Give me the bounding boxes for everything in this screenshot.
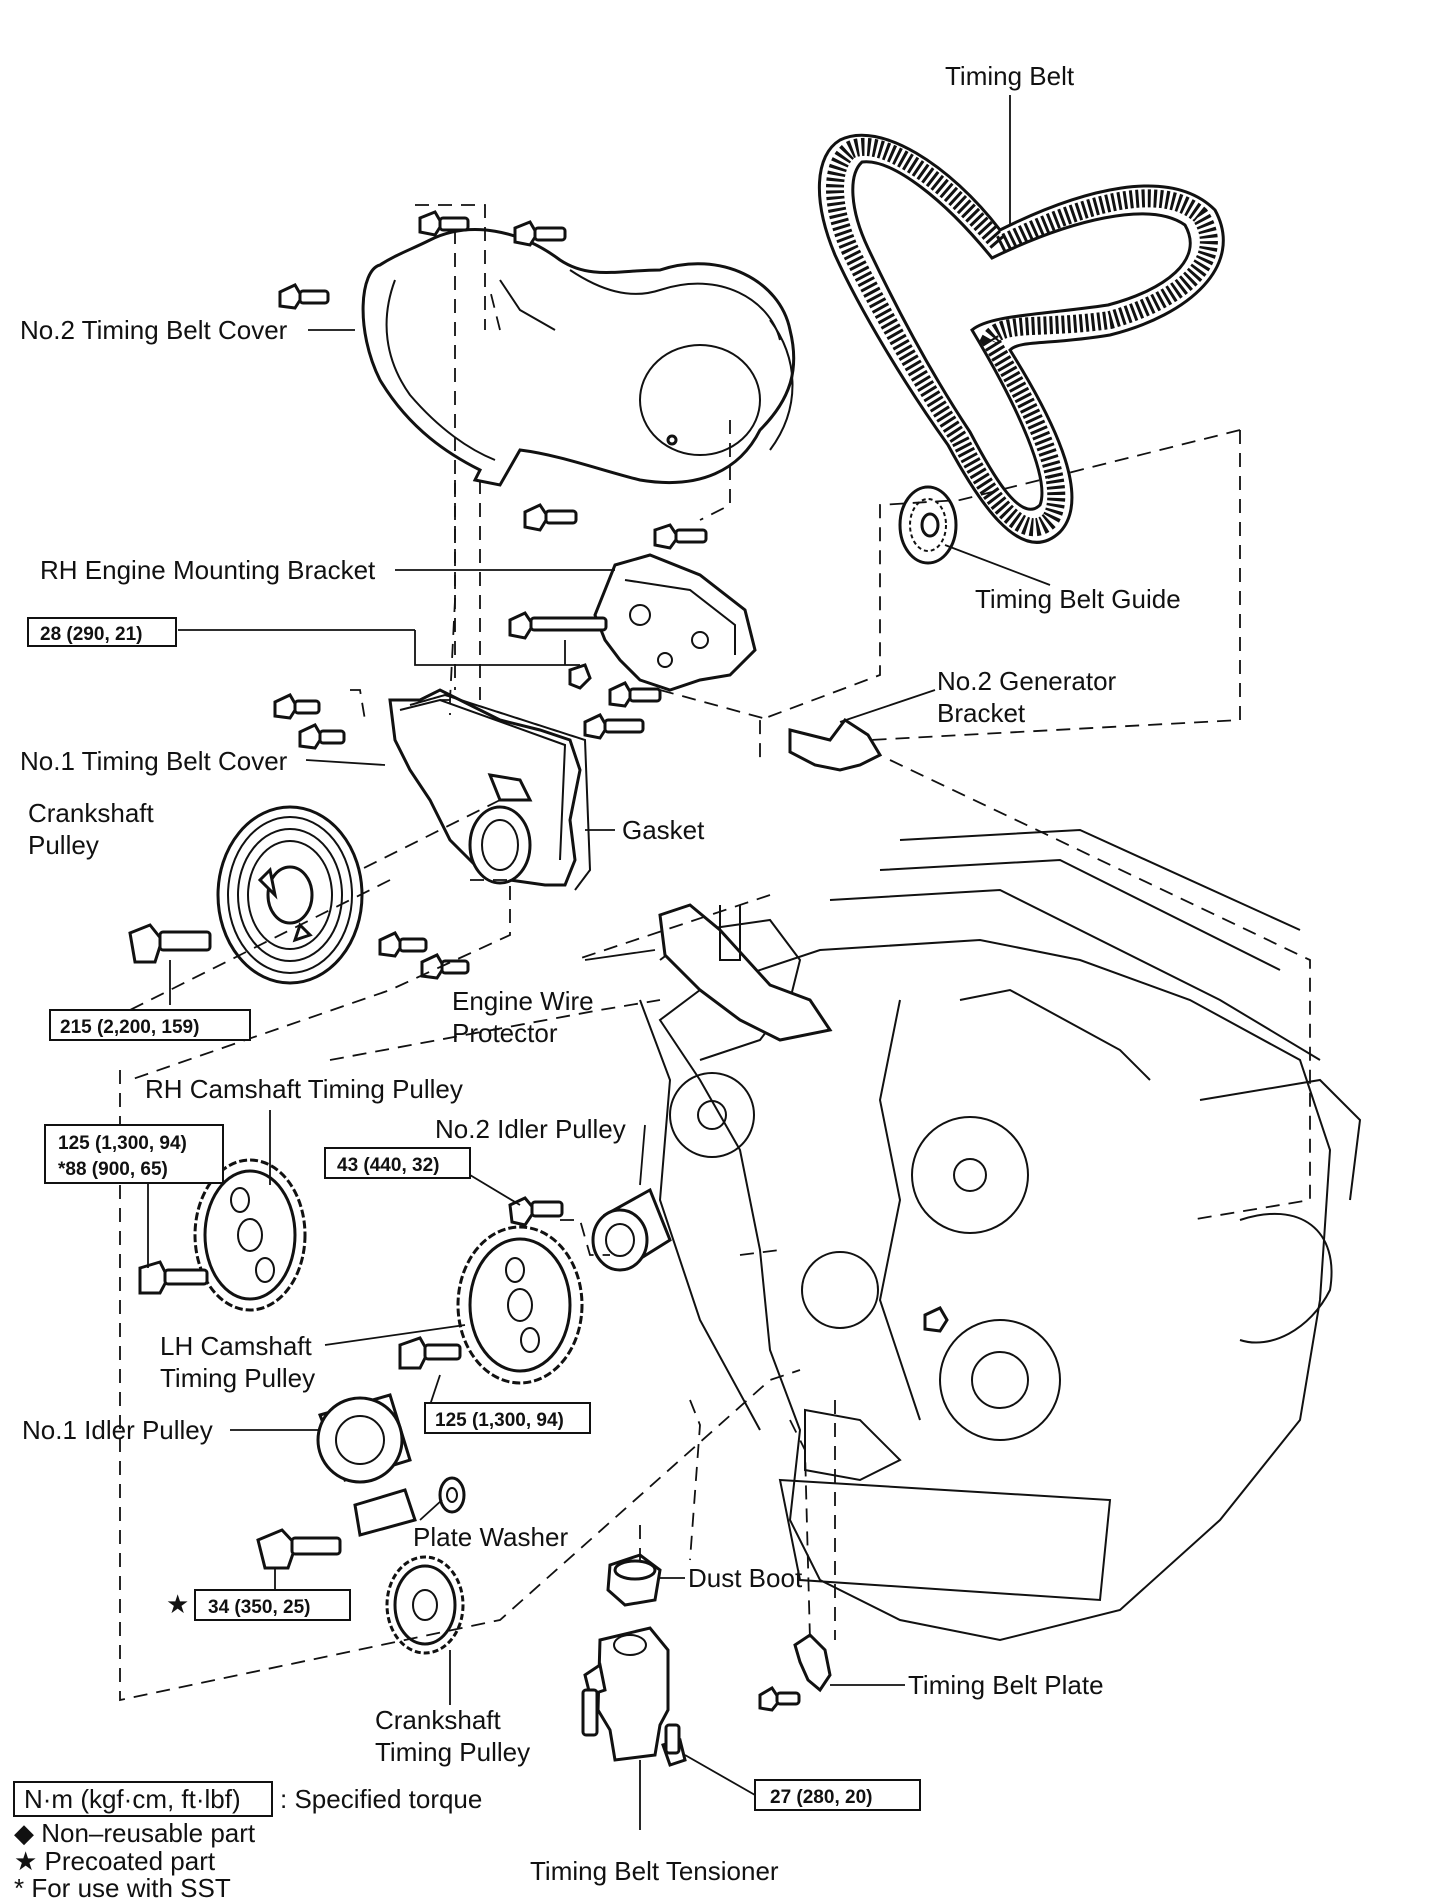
lh-camshaft-timing-pulley-part <box>398 1225 584 1385</box>
timing-belt-part <box>818 95 1225 544</box>
crankshaft-pulley-label-line2: Pulley <box>28 830 99 860</box>
no2-idler-pulley-label: No.2 Idler Pulley <box>435 1114 626 1144</box>
crankshaft-timing-pulley-label-line1: Crankshaft <box>375 1705 501 1735</box>
timing-belt-tensioner-part <box>581 1553 687 1830</box>
timing-belt-plate-part <box>758 1633 832 1712</box>
torque-crankshaft-pulley-bolt: 215 (2,200, 159) <box>60 1017 199 1038</box>
crankshaft-pulley-label-line1: Crankshaft <box>28 798 154 828</box>
no2-timing-belt-cover-part <box>361 228 796 487</box>
torque-rh-camshaft-bolt: 125 (1,300, 94) <box>58 1133 187 1154</box>
torque-rh-camshaft-bolt-sst: *88 (900, 65) <box>58 1159 168 1180</box>
legend-precoated: ★ Precoated part <box>14 1846 216 1876</box>
rh-engine-mounting-bracket-label: RH Engine Mounting Bracket <box>40 555 376 585</box>
crankshaft-timing-pulley-part <box>385 1555 465 1655</box>
engine-block <box>639 828 1362 1642</box>
torque-no2-idler-bolt: 43 (440, 32) <box>337 1155 439 1176</box>
timing-belt-guide-part <box>898 485 1051 586</box>
legend-torque-desc: : Specified torque <box>280 1784 482 1814</box>
torque-no1-idler-bolt: 34 (350, 25) <box>208 1597 310 1618</box>
no2-generator-bracket-part <box>788 689 936 772</box>
no1-timing-belt-cover-label: No.1 Timing Belt Cover <box>20 746 288 776</box>
rh-camshaft-timing-pulley-part <box>138 1158 307 1312</box>
dust-boot-label: Dust Boot <box>688 1563 803 1593</box>
plate-washer-label: Plate Washer <box>413 1522 568 1552</box>
no2-generator-bracket-label-line1: No.2 Generator <box>937 666 1117 696</box>
torque-boxes: 28 (290, 21) 215 (2,200, 159) 125 (1,300… <box>27 617 921 1811</box>
leader-lines <box>147 329 905 1796</box>
lh-camshaft-timing-pulley-label-line2: Timing Pulley <box>160 1363 315 1393</box>
torque-tensioner-bolt: 27 (280, 20) <box>770 1787 872 1808</box>
crankshaft-pulley-part <box>128 805 364 985</box>
legend-torque-unit: N·m (kgf·cm, ft·lbf) <box>24 1784 241 1814</box>
timing-belt-guide-label: Timing Belt Guide <box>975 584 1181 614</box>
no1-idler-pulley-label: No.1 Idler Pulley <box>22 1415 213 1445</box>
torque-lh-camshaft-bolt: 125 (1,300, 94) <box>435 1410 564 1431</box>
timing-belt-label: Timing Belt <box>945 61 1075 91</box>
timing-belt-tensioner-label: Timing Belt Tensioner <box>530 1856 779 1886</box>
rh-camshaft-timing-pulley-label: RH Camshaft Timing Pulley <box>145 1074 463 1104</box>
torque-bracket-bolt: 28 (290, 21) <box>40 624 142 645</box>
cover-bolts <box>273 210 949 1333</box>
gasket-label: Gasket <box>622 815 705 845</box>
crankshaft-timing-pulley-label-line2: Timing Pulley <box>375 1737 530 1767</box>
precoated-star-icon: ★ <box>166 1589 189 1619</box>
engine-wire-protector-label-line1: Engine Wire <box>452 986 594 1016</box>
no1-timing-belt-cover-part <box>388 688 592 891</box>
engine-wire-protector-label-line2: Protector <box>452 1018 558 1048</box>
assembly-dashed-lines <box>119 204 1311 1702</box>
timing-belt-plate-label: Timing Belt Plate <box>908 1670 1104 1700</box>
no2-generator-bracket-label-line2: Bracket <box>937 698 1026 728</box>
no2-timing-belt-cover-label: No.2 Timing Belt Cover <box>20 315 288 345</box>
rh-engine-mounting-bracket-part <box>593 553 757 692</box>
legend-non-reusable: ◆ Non–reusable part <box>14 1818 256 1848</box>
lh-camshaft-timing-pulley-label-line1: LH Camshaft <box>160 1331 312 1361</box>
no1-idler-pulley-part <box>256 1393 466 1570</box>
legend-sst: * For use with SST <box>14 1873 231 1900</box>
part-labels: Timing Belt No.2 Timing Belt Cover RH En… <box>20 61 1181 1886</box>
legend: N·m (kgf·cm, ft·lbf) : Specified torque … <box>13 1781 482 1900</box>
